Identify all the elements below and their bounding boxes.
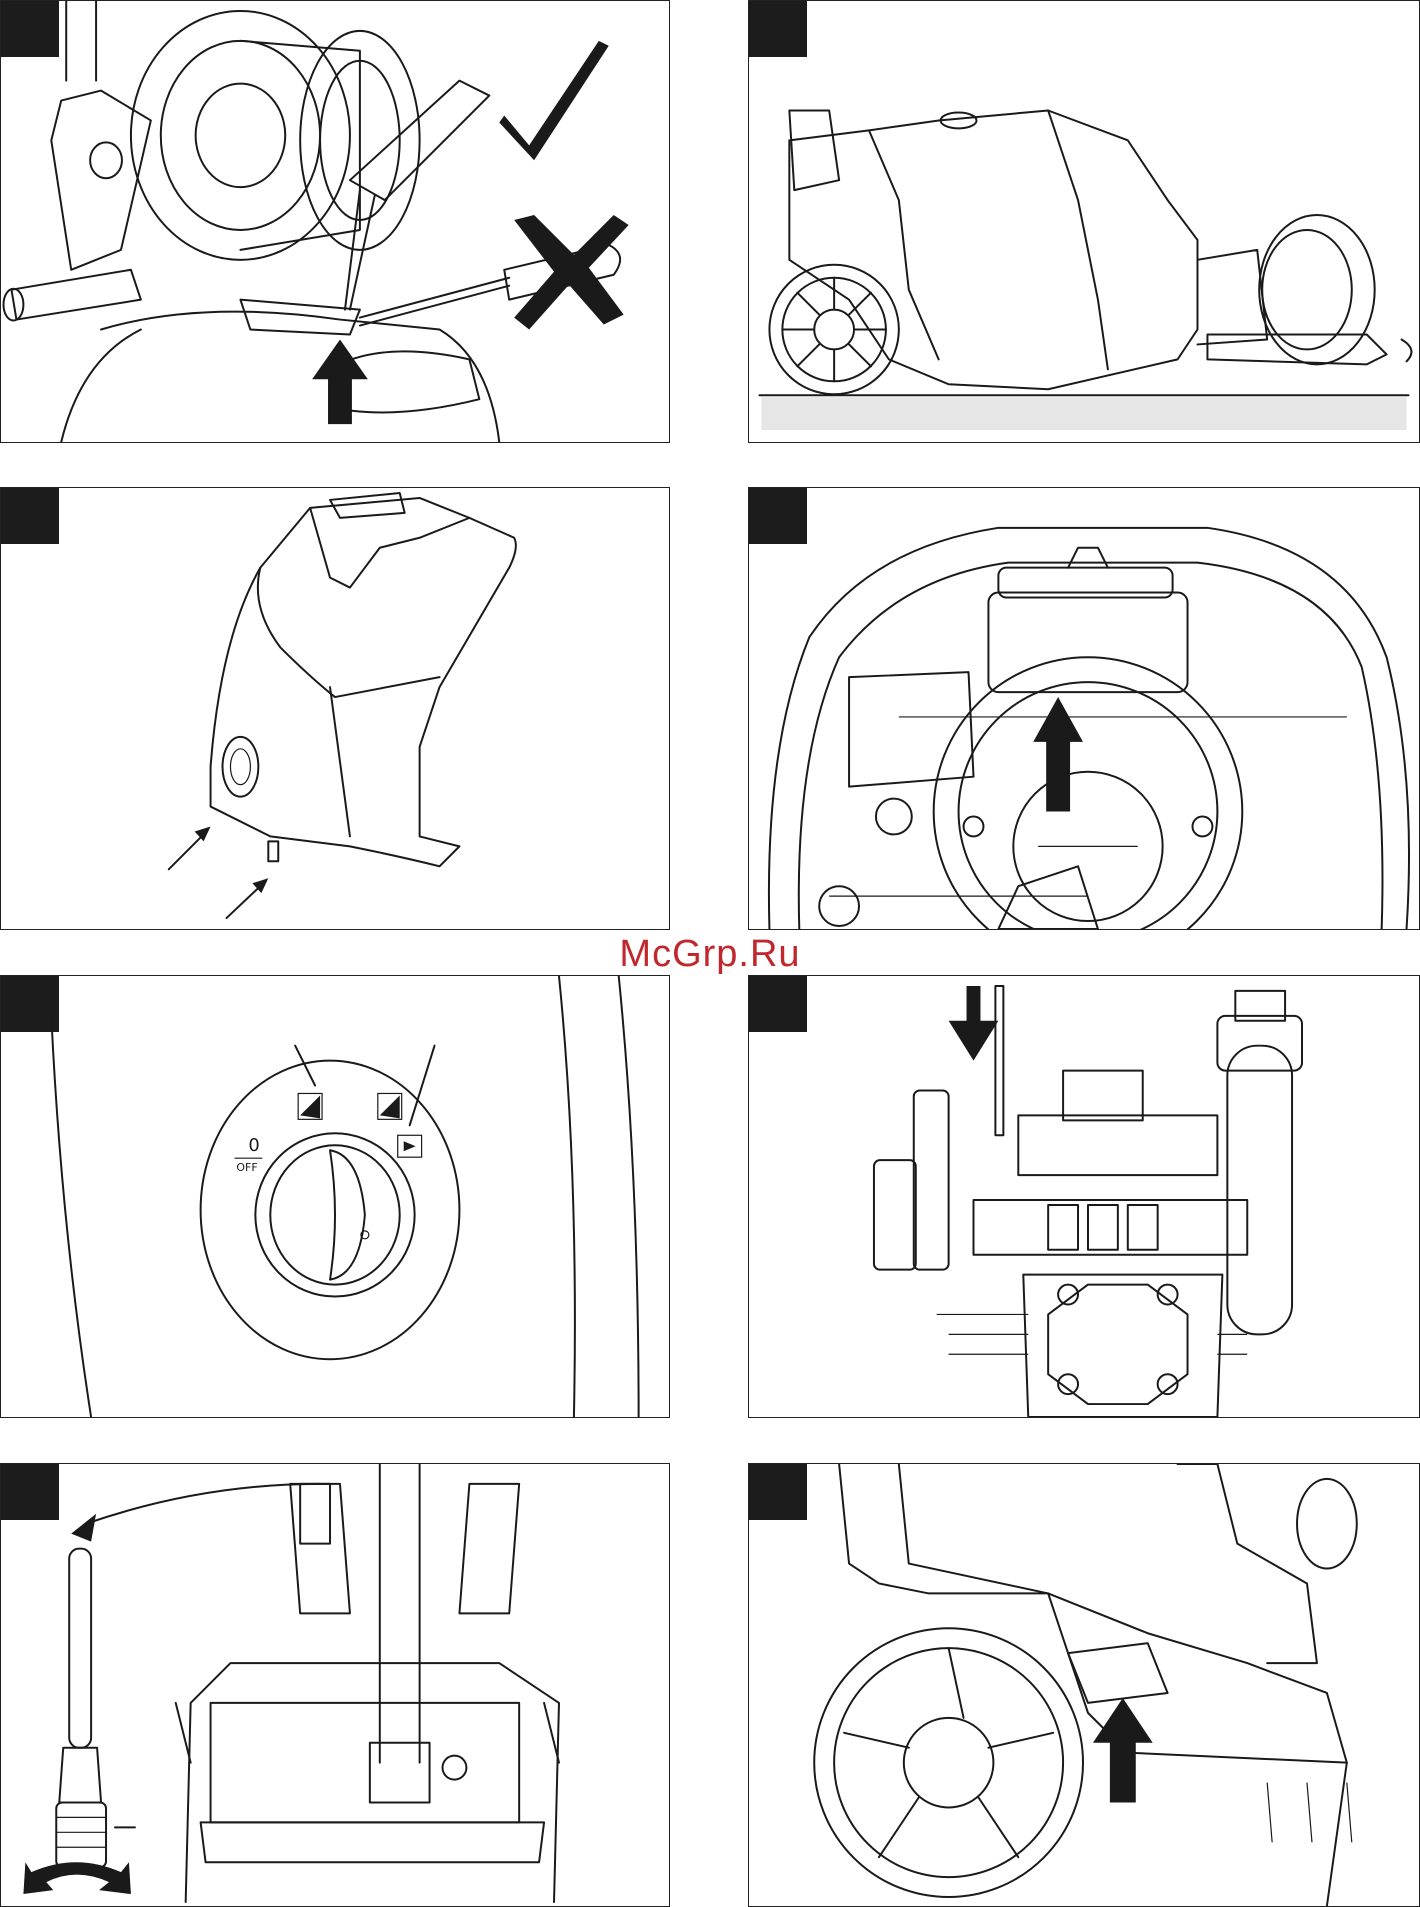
panel-control-dial: 0 OFF bbox=[0, 975, 670, 1418]
hose-reel-illustration bbox=[1, 1, 669, 442]
panel-side-view bbox=[748, 0, 1420, 443]
panel-filter bbox=[0, 1463, 670, 1907]
machine-side-illustration bbox=[749, 1, 1419, 442]
panel-wheel bbox=[748, 1463, 1420, 1907]
panel-hose-reel bbox=[0, 0, 670, 443]
check-icon bbox=[499, 41, 609, 160]
off-label: OFF bbox=[236, 1161, 257, 1174]
pump-illustration bbox=[749, 976, 1419, 1417]
off-number: 0 bbox=[248, 1135, 259, 1156]
watermark: McGrp.Ru bbox=[0, 933, 1420, 976]
panel-engine-top bbox=[748, 487, 1420, 930]
engine-illustration bbox=[749, 488, 1419, 929]
panel-cover bbox=[0, 487, 670, 930]
panel-pump-dipstick bbox=[748, 975, 1420, 1418]
cover-illustration bbox=[1, 488, 669, 929]
cross-icon bbox=[514, 215, 628, 329]
wheel-illustration bbox=[749, 1464, 1419, 1906]
filter-illustration bbox=[1, 1464, 669, 1906]
dial-illustration: 0 OFF bbox=[1, 976, 669, 1417]
